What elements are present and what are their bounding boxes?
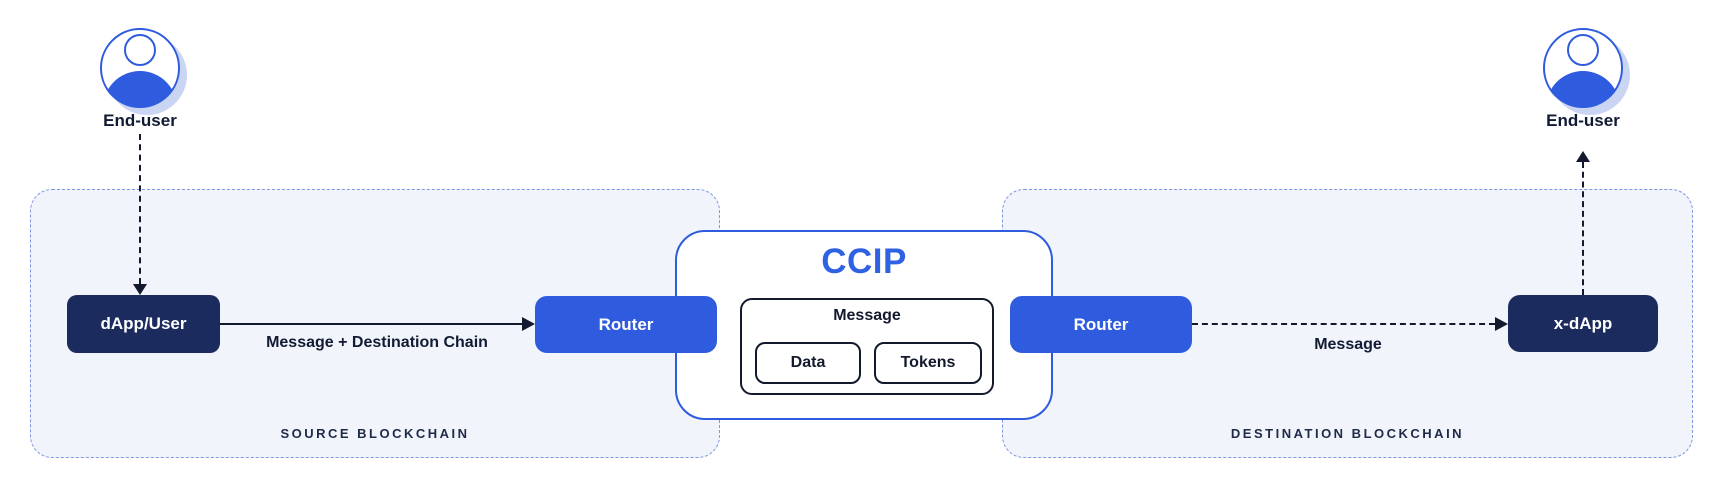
user-icon	[1543, 28, 1630, 115]
dapp-user-node: dApp/User	[67, 295, 220, 353]
xdapp-node: x-dApp	[1508, 295, 1658, 352]
arrowhead-right-icon	[522, 317, 535, 331]
destination-blockchain-label: DESTINATION BLOCKCHAIN	[1230, 426, 1465, 441]
user-icon	[100, 28, 187, 115]
arrowhead-down-icon	[133, 284, 147, 295]
arrow-enduser-to-dapp	[139, 134, 141, 284]
message-destination-chain-label: Message + Destination Chain	[266, 334, 488, 351]
arrow-router-to-xdapp	[1192, 323, 1495, 325]
ccip-title: CCIP	[821, 242, 907, 281]
source-blockchain-label: SOURCE BLOCKCHAIN	[280, 426, 470, 441]
message-box: Message Data Tokens	[740, 298, 994, 395]
ccip-box: CCIP Message Data Tokens	[675, 230, 1053, 420]
data-box: Data	[755, 342, 861, 384]
arrow-xdapp-to-enduser	[1582, 162, 1584, 295]
message-box-label: Message	[833, 307, 901, 324]
arrow-dapp-to-router	[220, 323, 522, 325]
arrowhead-right-icon	[1495, 317, 1508, 331]
end-user-left-label: End-user	[103, 111, 177, 130]
arrowhead-up-icon	[1576, 151, 1590, 162]
message-label: Message	[1314, 336, 1382, 353]
tokens-box: Tokens	[874, 342, 982, 384]
router-source-node: Router	[535, 296, 717, 353]
end-user-right-label: End-user	[1546, 111, 1620, 130]
router-destination-node: Router	[1010, 296, 1192, 353]
